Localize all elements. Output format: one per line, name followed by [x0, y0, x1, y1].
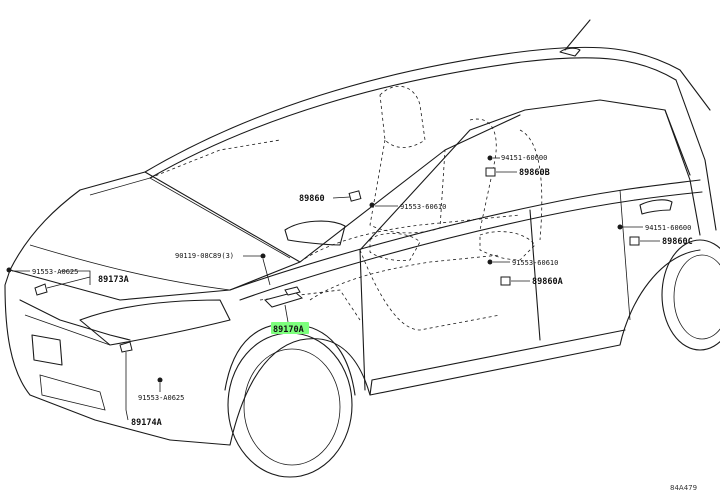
airbag-sensor-89170A-icon[interactable] — [264, 291, 304, 308]
bolt-91553-top-icon[interactable] — [369, 202, 375, 208]
car-interior — [149, 85, 543, 331]
sensor-89174A-icon[interactable] — [119, 341, 133, 353]
label-91553-60610-mid[interactable]: 91553-60610 — [512, 259, 558, 267]
sensor-89860C-icon[interactable] — [629, 236, 640, 246]
sensor-89860A-icon[interactable] — [500, 276, 511, 286]
sensor-89173A-icon[interactable] — [34, 283, 48, 296]
bolt-91553-mid-icon[interactable] — [487, 259, 493, 265]
bolt-91553-bottom-icon[interactable] — [157, 377, 163, 383]
reference-code: 84A479 — [670, 484, 697, 492]
label-89860B[interactable]: 89860B — [519, 168, 550, 178]
bolt-90119-icon[interactable] — [260, 253, 266, 259]
label-89860C[interactable]: 89860C — [662, 237, 693, 247]
label-91553-a0625-left[interactable]: 91553-A0625 — [32, 268, 78, 276]
label-89170A[interactable]: 89170A — [273, 325, 304, 335]
label-91553-a0625-bottom[interactable]: 91553-A0625 — [138, 394, 184, 402]
label-89860-top[interactable]: 89860 — [299, 194, 325, 204]
car-body — [4, 19, 720, 478]
label-94151-right[interactable]: 94151-60600 — [645, 224, 691, 232]
label-94151-top[interactable]: 94151-60600 — [501, 154, 547, 162]
nut-94151-top-icon[interactable] — [487, 155, 493, 161]
bolt-91553-left-icon[interactable] — [6, 267, 12, 273]
sensor-89860B-icon[interactable] — [485, 167, 496, 177]
label-89174A[interactable]: 89174A — [131, 418, 162, 428]
highlight-89170A — [271, 322, 309, 334]
part-markers — [6, 155, 660, 421]
sensor-89860-icon[interactable] — [348, 190, 362, 202]
label-89173A[interactable]: 89173A — [98, 275, 129, 285]
part-labels: 89860 94151-60600 89860B 91553-60610 901… — [32, 154, 697, 492]
label-89860A[interactable]: 89860A — [532, 277, 563, 287]
label-90119[interactable]: 90119-08C89(3) — [175, 252, 234, 260]
nut-94151-right-icon[interactable] — [617, 224, 623, 230]
label-91553-60610-top[interactable]: 91553-60610 — [400, 203, 446, 211]
